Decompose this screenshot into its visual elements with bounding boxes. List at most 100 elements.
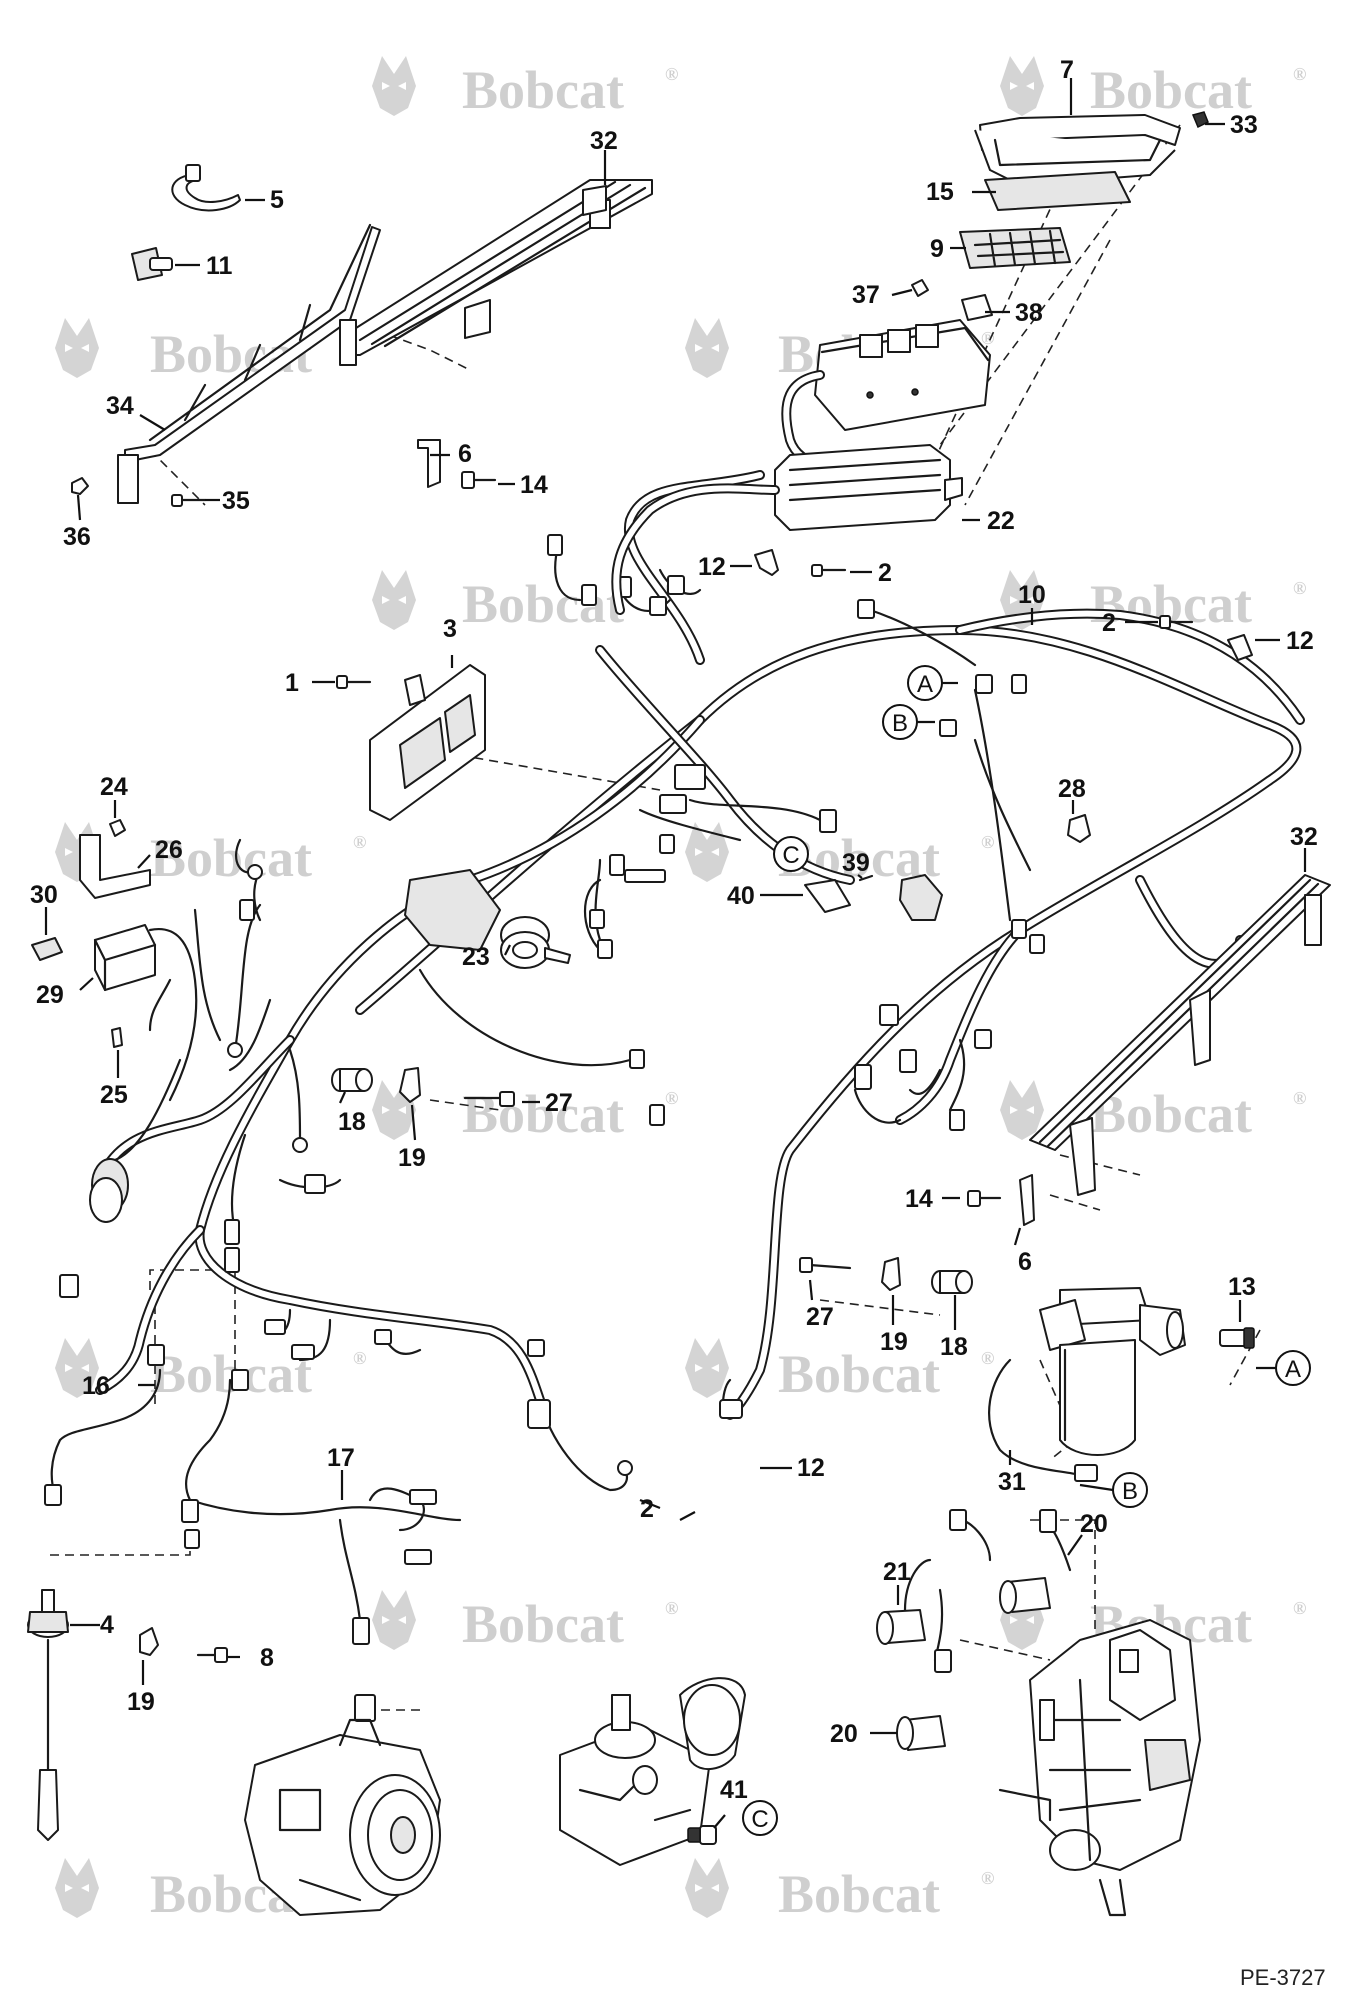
harness-clamp [500,916,571,969]
connector [649,1104,665,1126]
part-label-14: 14 [520,471,548,499]
ring-terminal [227,1042,243,1058]
svg-text:C: C [782,842,799,869]
connector [239,899,255,921]
relay-box [93,924,157,992]
pin [111,1027,123,1048]
reference-callouts: A B C A B C [742,665,1311,1836]
connector [527,1399,551,1429]
svg-text:®: ® [1293,1598,1306,1618]
p-clip [399,1067,421,1103]
part-label-22: 22 [987,507,1015,535]
svg-text:Bobcat: Bobcat [462,1084,624,1144]
connector [352,1617,370,1645]
connector [949,1109,965,1131]
part-label-25: 25 [100,1081,128,1109]
connector [264,1319,286,1335]
svg-text:Bobcat: Bobcat [778,1864,940,1924]
part-label-2: 2 [640,1495,654,1523]
connector [975,674,993,694]
connector [304,1174,326,1194]
connector [59,1274,79,1298]
bolt [967,1190,1002,1207]
ac-compressor [244,1718,441,1916]
connector [1011,674,1027,694]
spacer [331,1068,373,1092]
connector [667,575,685,595]
part-labels: 7 33 15 9 37 38 22 12 2 10 2 12 32 5 11 … [30,56,1318,1804]
connector [184,1529,200,1549]
connectors [44,534,1098,1722]
callout-A: A [907,665,943,701]
screw [1159,615,1194,629]
cable-tie [171,174,241,212]
part-label-3: 3 [443,615,457,643]
connector [629,1049,645,1069]
connector [147,1344,165,1366]
part-label-12: 12 [698,553,726,581]
connector [374,1329,392,1345]
bolt [461,471,497,489]
solenoid-coil [896,1715,946,1751]
drawing-number: PE-3727 [1240,1965,1326,1990]
connector [181,1499,199,1523]
fuel-filter [1039,1287,1186,1456]
controller-module [369,664,486,821]
part-label-6: 6 [1018,1248,1032,1276]
gasket [984,171,1131,211]
harness-connector-block [404,869,501,951]
connector [659,834,675,854]
part-label-11: 11 [206,252,233,280]
pad [31,937,63,961]
part-label-36: 36 [63,523,91,551]
control-valve [998,1619,1201,1917]
mounting-bracket [417,439,441,488]
part-label-33: 33 [1230,111,1258,139]
connector [409,1489,437,1505]
connector [597,939,613,959]
connector [674,764,706,790]
part-label-29: 29 [36,981,64,1009]
connector [354,1694,376,1722]
part-label-14: 14 [905,1185,933,1213]
watermark: Bobcat ® [685,1858,994,1924]
svg-text:®: ® [353,832,366,852]
part-label-19: 19 [127,1688,155,1716]
small-plug [911,279,929,297]
part-label-15: 15 [926,178,954,206]
svg-text:Bobcat: Bobcat [1090,1084,1252,1144]
part-label-38: 38 [1015,299,1043,327]
part-label-26: 26 [155,836,183,864]
ring-terminal [292,1137,308,1153]
svg-text:®: ® [665,64,678,84]
part-label-7: 7 [1060,56,1074,84]
connector [719,1399,743,1419]
connector [609,854,625,876]
part-label-27: 27 [545,1089,573,1117]
svg-text:Bobcat: Bobcat [150,828,312,888]
svg-text:®: ® [981,328,994,348]
part-label-28: 28 [1058,775,1086,803]
connector [581,584,597,606]
part-label-13: 13 [1228,1273,1256,1301]
ring-terminal [617,1460,633,1476]
part-label-19: 19 [880,1328,908,1356]
svg-text:Bobcat: Bobcat [462,60,624,120]
part-label-2: 2 [878,559,892,587]
part-label-23: 23 [462,943,490,971]
part-label-31: 31 [998,1468,1026,1496]
harness-clip [1227,634,1253,661]
bolt [336,675,372,689]
part-label-17: 17 [327,1444,355,1472]
svg-text:®: ® [981,1868,994,1888]
part-label-20: 20 [1080,1510,1108,1538]
connector [879,1004,899,1026]
mounting-bracket [1019,1174,1035,1226]
part-label-4: 4 [100,1611,114,1639]
spacer [931,1270,973,1294]
connector [1039,1509,1057,1533]
part-label-37: 37 [852,281,880,309]
rail-channel-top [339,179,653,366]
part-label-9: 9 [930,235,944,263]
